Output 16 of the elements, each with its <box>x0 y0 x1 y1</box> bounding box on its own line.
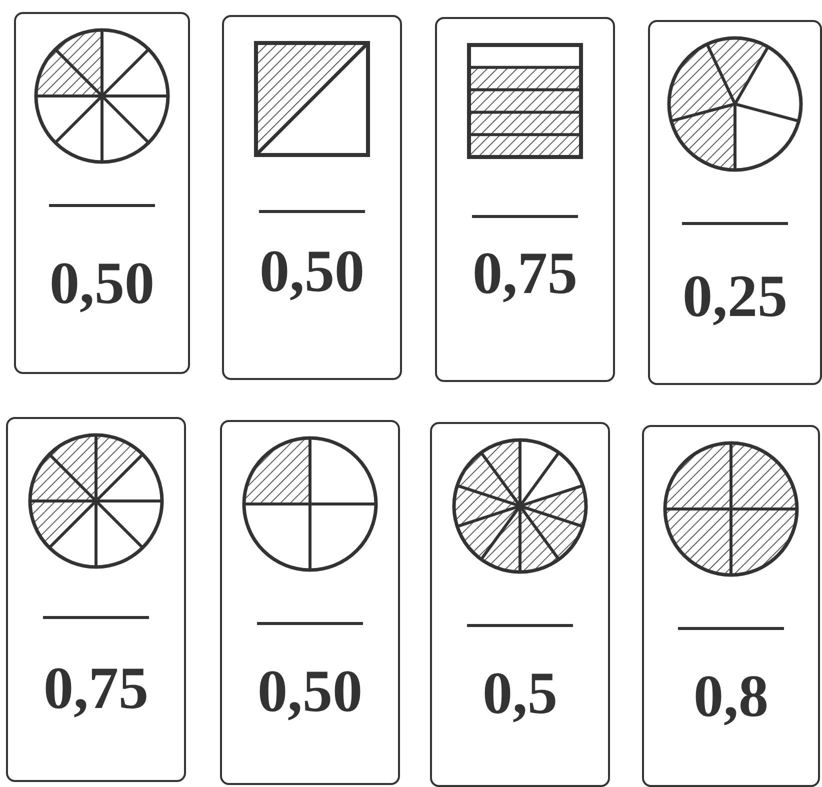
number-card <box>14 12 190 374</box>
number-card <box>6 417 186 782</box>
number-card <box>642 425 820 787</box>
decimal-number: 0,8 <box>692 662 770 731</box>
number-card <box>648 20 822 385</box>
decimal-number: 0,75 <box>42 654 150 723</box>
decimal-number: 0,50 <box>256 657 364 726</box>
number-card <box>435 17 615 382</box>
number-card <box>220 420 400 785</box>
number-card <box>222 15 402 380</box>
decimal-number: 0,75 <box>472 239 578 308</box>
decimal-number: 0,50 <box>258 237 366 306</box>
number-card <box>430 422 610 787</box>
decimal-number: 0,25 <box>682 262 788 331</box>
decimal-number: 0,5 <box>482 659 558 728</box>
decimal-number: 0,50 <box>48 249 156 318</box>
